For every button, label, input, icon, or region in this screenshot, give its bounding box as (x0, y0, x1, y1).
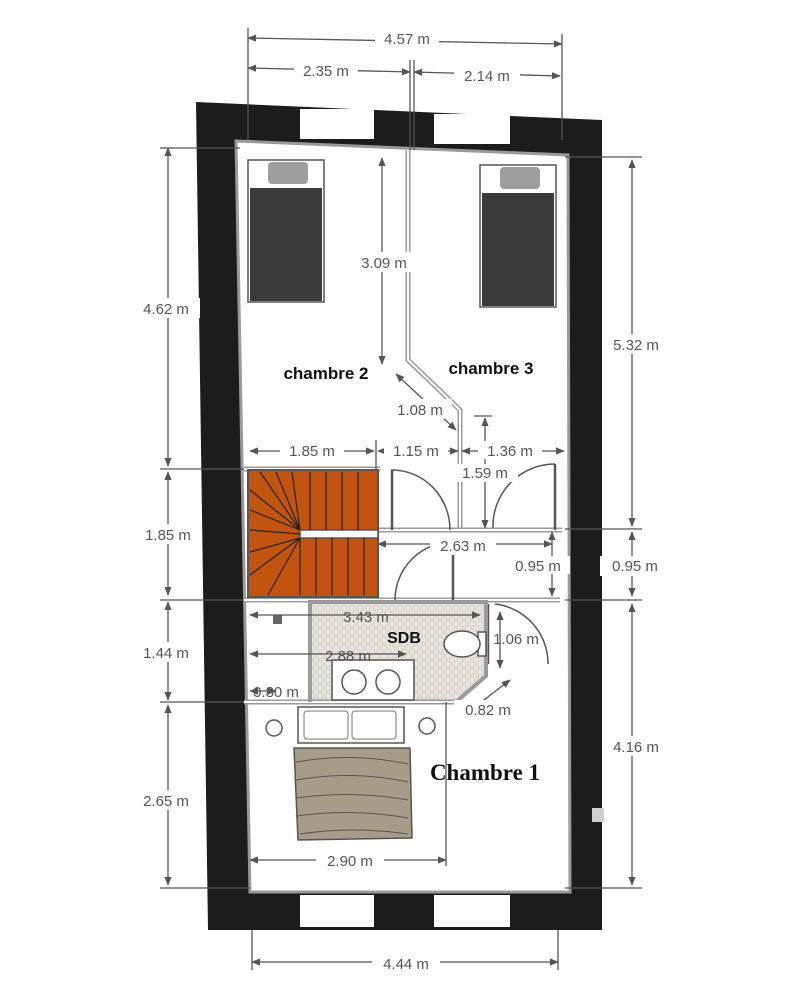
dim-corridor-length: 2.63 m (440, 538, 486, 555)
dim-sdb-small: 0.80 m (253, 684, 299, 701)
dim-sdb-width: 3.43 m (343, 609, 389, 626)
dim-landing-width: 1.15 m (393, 443, 439, 460)
dim-stair-width: 1.85 m (289, 443, 335, 460)
dim-left-upper: 4.62 m (143, 301, 189, 318)
dim-chambre3-door-width: 1.36 m (487, 443, 533, 460)
dim-left-lower: 2.65 m (143, 793, 189, 810)
dim-right-upper: 5.32 m (613, 337, 659, 354)
dimension-labels: 4.57 m 2.35 m 2.14 m 4.62 m 1.85 m 1.44 … (132, 28, 670, 973)
bed-chambre-2 (247, 159, 325, 303)
window-top-left (300, 109, 374, 139)
bed-chambre-3 (479, 164, 557, 308)
dim-corridor-width: 0.95 m (515, 558, 561, 575)
dim-chambre1-width: 2.90 m (327, 853, 373, 870)
room-label-chambre-2: chambre 2 (283, 364, 368, 383)
sink (331, 659, 415, 701)
room-label-chambre-3: chambre 3 (448, 359, 533, 378)
dim-diag-wall: 1.08 m (397, 402, 443, 419)
dim-sdb-inner: 2.88 m (325, 648, 371, 665)
dim-left-sdb: 1.44 m (143, 645, 189, 662)
room-label-chambre-1: Chambre 1 (430, 760, 540, 785)
small-fixture (273, 615, 282, 624)
door-chambre-2 (390, 469, 451, 531)
window-bottom-right (434, 895, 510, 927)
dim-chambre3-door-depth: 1.59 m (462, 465, 508, 482)
staircase (247, 469, 379, 598)
watermark-mark (592, 808, 604, 822)
window-bottom-left (300, 895, 374, 927)
dim-sdb-door: 1.06 m (493, 631, 539, 648)
bed-chambre-1 (265, 706, 436, 841)
dim-left-stair: 1.85 m (145, 527, 191, 544)
dim-top-total: 4.57 m (384, 31, 430, 48)
interior-outline (234, 139, 572, 894)
dim-sdb-diag: 0.82 m (465, 702, 511, 719)
door-chambre-3 (492, 463, 557, 530)
dim-chambre2-depth: 3.09 m (361, 255, 407, 272)
dim-right-lower: 4.16 m (613, 739, 659, 756)
toilet (443, 630, 487, 658)
dim-top-left: 2.35 m (303, 63, 349, 80)
dim-right-mid: 0.95 m (612, 558, 658, 575)
window-top-right (434, 114, 510, 144)
dim-top-right: 2.14 m (464, 68, 510, 85)
dim-bottom-total: 4.44 m (383, 956, 429, 973)
room-label-sdb: SDB (387, 630, 421, 647)
